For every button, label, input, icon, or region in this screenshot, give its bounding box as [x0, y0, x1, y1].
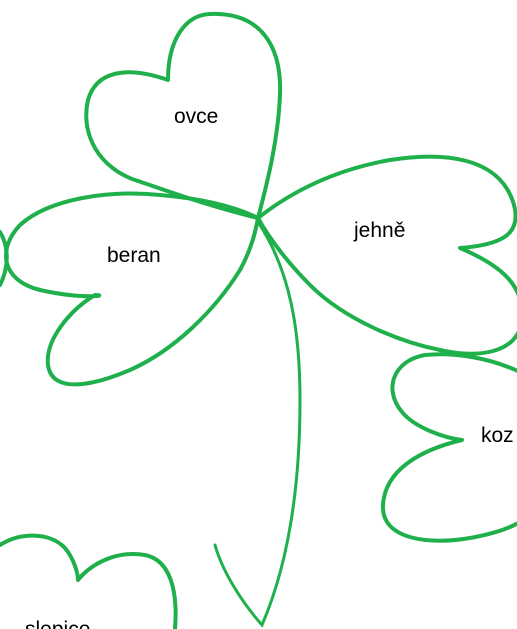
leaf-label-slepice: slepice — [25, 618, 90, 629]
leaf-label-beran: beran — [107, 244, 161, 267]
clover-stem — [213, 220, 302, 628]
leaf-ovce-outline — [84, 11, 283, 220]
leaf-label-jehne: jehně — [353, 219, 405, 242]
leaf-beran-outline — [4, 191, 260, 387]
left-edge-curve — [0, 230, 9, 287]
leaf-jehne-outline — [256, 154, 517, 356]
leaf-label-koza: koz — [481, 424, 514, 447]
leaf-label-ovce: ovce — [174, 105, 218, 128]
leaf-slepice-outline — [0, 533, 178, 629]
leaf-koza-outline — [380, 352, 517, 543]
